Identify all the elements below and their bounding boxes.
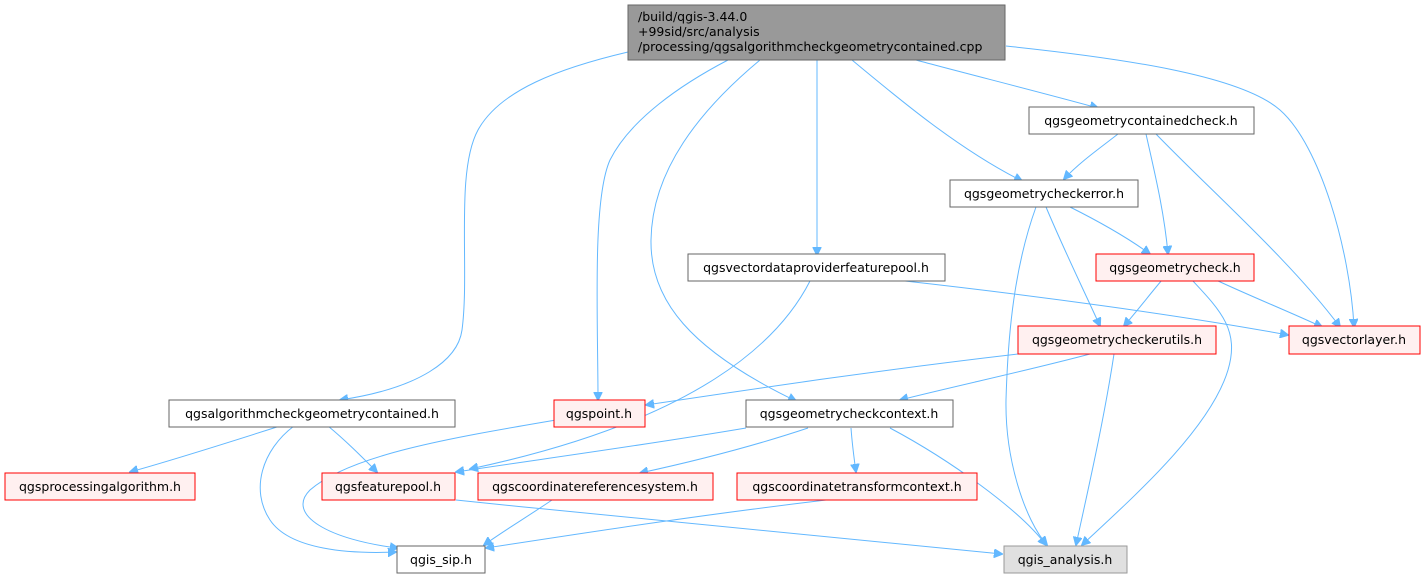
node-qgspoint[interactable]: qgspoint.h — [553, 399, 646, 428]
node-qgsgeometrycheckerutils[interactable]: qgsgeometrycheckerutils.h — [1017, 325, 1217, 355]
node-qgis-sip[interactable]: qgis_sip.h — [396, 545, 486, 574]
edge-root-to-vectorlayer — [1005, 45, 1354, 327]
node-qgscoordinatetransformcontext[interactable]: qgscoordinatetransformcontext.h — [736, 472, 978, 501]
edge-containedcheck-to-checkererror — [1064, 133, 1119, 179]
node-label: qgsfeaturepool.h — [335, 479, 441, 494]
edge-checkerutils-to-point — [646, 353, 1019, 405]
node-qgsvectorlayer[interactable]: qgsvectorlayer.h — [1288, 325, 1421, 355]
node-label-line: /build/qgis-3.44.0 — [638, 9, 747, 24]
node-qgis-analysis[interactable]: qgis_analysis.h — [1003, 545, 1128, 574]
edge-root-to-algheader — [340, 51, 629, 400]
edge-checkerutils-to-checkcontext — [900, 353, 1091, 400]
node-qgsvectordataproviderfeaturepool[interactable]: qgsvectordataproviderfeaturepool.h — [687, 253, 946, 282]
node-qgsgeometrycontainedcheck[interactable]: qgsgeometrycontainedcheck.h — [1028, 106, 1255, 135]
node-qgsfeaturepool[interactable]: qgsfeaturepool.h — [321, 472, 456, 501]
edge-checkcontext-to-featurepool — [456, 427, 747, 472]
edge-root-to-checkererror — [851, 59, 1022, 181]
node-qgsgeometrycheckerror[interactable]: qgsgeometrycheckerror.h — [949, 179, 1139, 208]
node-qgsprocessingalgorithm[interactable]: qgsprocessingalgorithm.h — [4, 472, 196, 501]
node-label: qgis_sip.h — [410, 552, 472, 567]
node-label: qgscoordinatereferencesystem.h — [492, 479, 698, 494]
edge-root-to-checkcontext — [650, 59, 796, 401]
node-label: qgsgeometrycheckcontext.h — [760, 406, 939, 421]
edge-checkererror-to-analysis — [1005, 206, 1047, 545]
edge-algheader-to-featurepool — [327, 425, 377, 472]
edge-checkererror-to-geometrycheck — [1069, 206, 1150, 254]
node-label: qgsgeometrycontainedcheck.h — [1044, 113, 1237, 128]
node-label: qgsalgorithmcheckgeometrycontained.h — [185, 406, 439, 421]
edge-point-to-sip — [302, 419, 557, 548]
edge-featurepool-to-analysis — [455, 499, 1002, 554]
edge-checkcontext-to-crs — [640, 427, 809, 473]
edge-algheader-to-procalg — [130, 425, 281, 472]
node-label: qgsvectorlayer.h — [1302, 332, 1406, 347]
node-label: qgsgeometrycheckerutils.h — [1032, 332, 1202, 347]
node-label-line: /processing/qgsalgorithmcheckgeometrycon… — [638, 39, 982, 54]
node-label: qgis_analysis.h — [1018, 552, 1113, 567]
edge-root-to-containedcheck — [915, 59, 1098, 108]
node-root-source-file[interactable]: /build/qgis-3.44.0 +99sid/src/analysis /… — [627, 4, 1006, 61]
edge-geometrycheck-to-analysis — [1082, 279, 1233, 545]
edge-checkcontext-to-analysis — [889, 427, 1046, 545]
node-label: qgsprocessingalgorithm.h — [19, 479, 181, 494]
edge-geometrycheck-to-checkerutils — [1124, 279, 1163, 326]
node-label-line: +99sid/src/analysis — [638, 24, 760, 39]
dependency-nodes: /build/qgis-3.44.0 +99sid/src/analysis /… — [4, 4, 1421, 574]
node-label: qgscoordinatetransformcontext.h — [752, 479, 961, 494]
edge-transformctx-to-sip — [486, 499, 827, 548]
edge-vdpfeaturepool-to-vectorlayer — [904, 280, 1288, 335]
node-qgsgeometrycheck[interactable]: qgsgeometrycheck.h — [1095, 253, 1255, 282]
node-label: qgspoint.h — [566, 406, 632, 421]
edge-containedcheck-to-geometrycheck — [1145, 133, 1168, 254]
node-label: qgsgeometrycheckerror.h — [964, 186, 1124, 201]
edge-checkerutils-to-analysis — [1076, 353, 1115, 545]
node-label: qgsvectordataproviderfeaturepool.h — [703, 260, 929, 275]
edge-checkererror-to-checkerutils — [1045, 206, 1100, 326]
edge-geometrycheck-to-vectorlayer — [1215, 279, 1322, 327]
node-qgsgeometrycheckcontext[interactable]: qgsgeometrycheckcontext.h — [745, 399, 954, 428]
node-qgsalgorithmcheckgeometrycontained[interactable]: qgsalgorithmcheckgeometrycontained.h — [168, 399, 456, 428]
dependency-edges — [130, 45, 1354, 554]
edge-root-to-point — [597, 59, 729, 400]
edge-containedcheck-to-vectorlayer — [1155, 133, 1340, 327]
node-qgscoordinatereferencesystem[interactable]: qgscoordinatereferencesystem.h — [477, 472, 714, 501]
edge-crs-to-sip — [484, 499, 553, 545]
node-label: qgsgeometrycheck.h — [1109, 260, 1240, 275]
edge-vdpfeaturepool-to-featurepool — [470, 280, 811, 469]
edge-checkcontext-to-transformctx — [851, 427, 856, 472]
edge-algheader-to-sip — [259, 425, 396, 552]
